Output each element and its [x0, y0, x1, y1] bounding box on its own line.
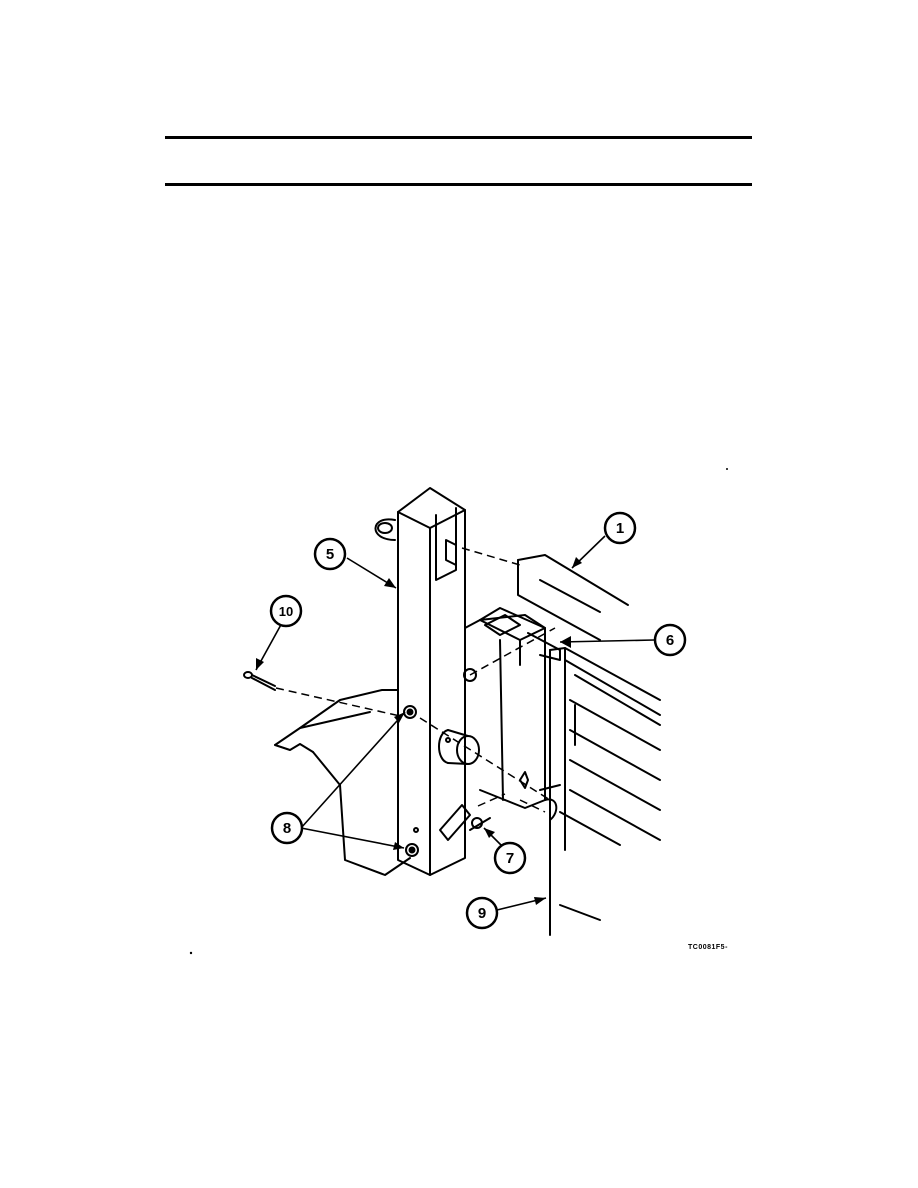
callout-6: 6	[653, 623, 687, 657]
callout-1: 1	[603, 511, 637, 545]
bushing	[438, 729, 480, 765]
cotter-pin	[243, 671, 276, 691]
callout-label-1: 1	[616, 520, 624, 537]
speck	[726, 468, 728, 470]
callout-label-6: 6	[666, 632, 674, 649]
header-rule-bottom	[165, 183, 752, 186]
figure-id: TC0081F5-	[688, 944, 728, 951]
callout-label-10: 10	[279, 604, 293, 619]
cross-member	[517, 554, 629, 641]
leader-arrowheads	[256, 557, 582, 905]
pin	[469, 817, 491, 831]
callout-9: 9	[465, 896, 499, 930]
alignment-lines	[275, 547, 556, 813]
leader-lines	[255, 535, 655, 911]
vertical-post	[374, 487, 471, 876]
bracket	[479, 607, 561, 789]
side-panel	[463, 614, 546, 809]
base-panel	[274, 689, 411, 876]
speck	[189, 951, 193, 955]
callout-label-8: 8	[283, 820, 291, 837]
callout-10: 10	[269, 594, 303, 628]
callout-5: 5	[313, 537, 347, 571]
rail-panel	[539, 647, 661, 936]
callout-label-9: 9	[478, 905, 486, 922]
callout-label-7: 7	[506, 850, 514, 867]
callout-8: 8	[270, 811, 304, 845]
callout-7: 7	[493, 841, 527, 875]
callout-label-5: 5	[326, 546, 334, 563]
header-rule-top	[165, 136, 752, 139]
